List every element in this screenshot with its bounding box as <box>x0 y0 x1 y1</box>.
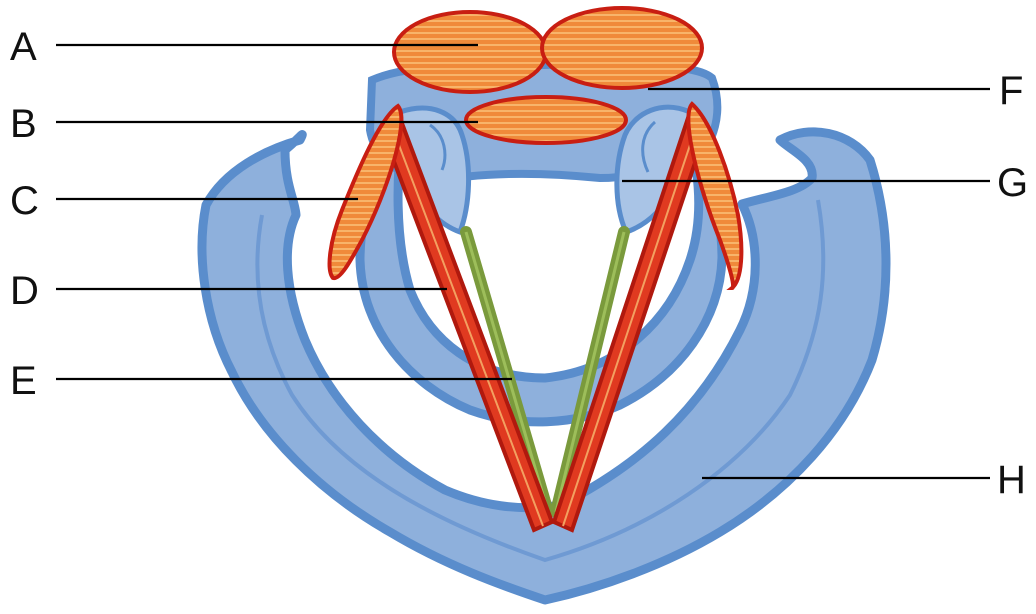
outer-cartilage-h <box>202 132 886 600</box>
label-f: F <box>999 69 1023 113</box>
label-b: B <box>10 102 37 146</box>
label-c: C <box>10 179 39 223</box>
label-e: E <box>10 359 37 403</box>
middle-muscle-b <box>466 97 626 143</box>
label-g: G <box>997 161 1028 205</box>
label-h: H <box>997 458 1026 502</box>
label-a: A <box>10 25 37 69</box>
label-d: D <box>10 269 39 313</box>
